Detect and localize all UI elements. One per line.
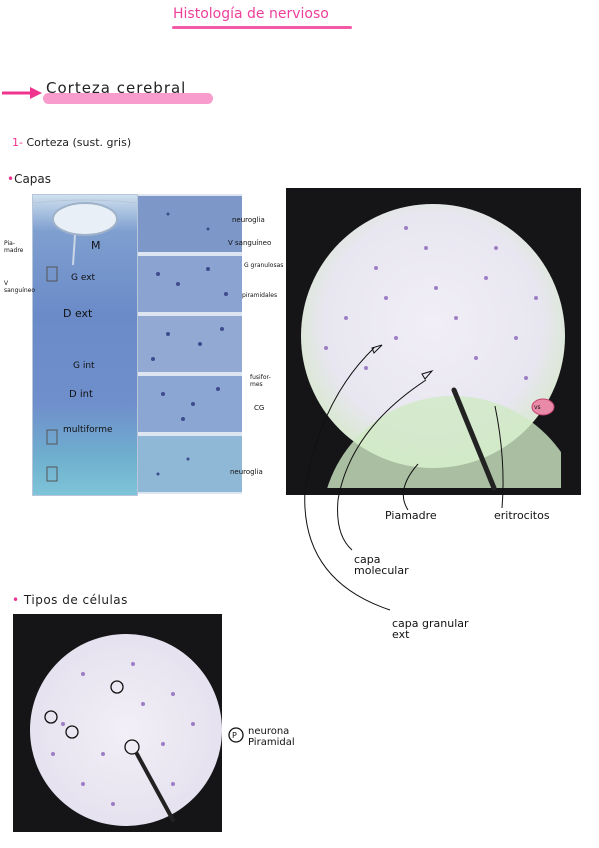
tipos-label: Tipos de células (23, 593, 128, 607)
vaso-left-label: V sanguíneo (4, 280, 36, 294)
bullet-icon: • (7, 172, 15, 186)
cortex-section-drawing (33, 199, 137, 482)
list-item-corteza: 1- Corteza (sust. gris) (12, 136, 131, 149)
vasos-right-label: V sanguíneo (228, 239, 272, 247)
fusiformes-label: fusifor-mes (250, 374, 271, 388)
cortex-micrograph-strips (138, 194, 242, 494)
arrow-right-icon (2, 87, 42, 99)
marker-letter: P (232, 731, 237, 740)
eritrocitos-label: eritrocitos (494, 509, 550, 522)
capa-granular-label: capa granular ext (392, 617, 469, 641)
page-title: Histología de nervioso (173, 6, 329, 22)
piamadre-left-label: Pia-madre (4, 240, 24, 254)
neuroglia-bottom-label: neuroglia (230, 468, 263, 476)
section-highlight (43, 93, 213, 104)
bullet-icon: • (12, 593, 20, 607)
micrograph-cortex-drawing (301, 204, 565, 491)
micrograph-cell-types-drawing (30, 634, 222, 826)
granulosas-label: G granulosas (244, 262, 284, 269)
layer-g-int-label: G int (73, 361, 95, 371)
neuroglia-top-label: neuroglia (232, 216, 265, 224)
cg-label: CG (254, 404, 265, 412)
capas-heading: •Capas (7, 172, 51, 186)
piamadre-label: Piamadre (385, 509, 437, 522)
marker-circle-icon (228, 727, 244, 743)
annotation-lines (304, 347, 504, 611)
item-text: Corteza (sust. gris) (26, 136, 132, 149)
capas-label: Capas (14, 172, 52, 186)
cortex-layers-figure: M G ext D ext G int D int multiforme Pia… (4, 194, 283, 496)
layer-d-ext-label: D ext (63, 307, 93, 320)
micrograph-strips-drawing (138, 196, 242, 492)
piramidales-label: piramidales (242, 292, 278, 299)
vs-label: vs (534, 404, 541, 411)
section-title: Corteza cerebral (46, 79, 187, 97)
layer-m-label: M (91, 239, 101, 252)
layer-g-ext-label: G ext (71, 273, 96, 283)
layer-multiforme-label: multiforme (63, 425, 113, 435)
item-number: 1- (12, 136, 23, 149)
layer-d-int-label: D int (69, 389, 93, 400)
cortex-section-image: M G ext D ext G int D int multiforme (32, 194, 138, 496)
micrograph-cortex: vs (286, 188, 581, 495)
tipos-heading: • Tipos de células (12, 593, 128, 607)
title-underline (172, 26, 352, 29)
micrograph-cell-types (13, 614, 222, 832)
neurona-piramidal-label: neurona Piramidal (248, 726, 295, 748)
capa-molecular-label: capa molecular (354, 553, 409, 577)
